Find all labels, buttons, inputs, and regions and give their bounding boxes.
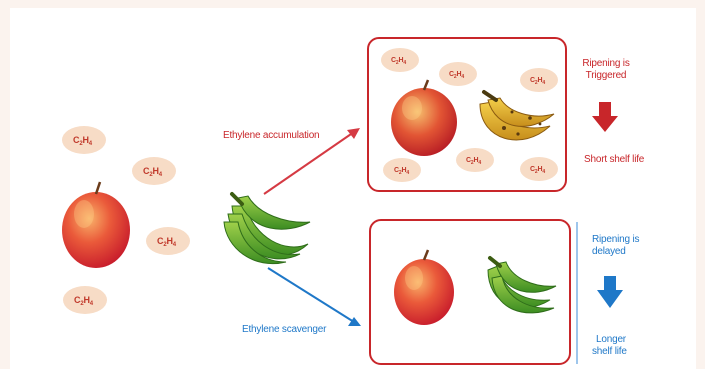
short-shelf-life-label: Short shelf life	[584, 154, 644, 165]
ripening-delayed-line1: Ripening is	[592, 234, 639, 245]
molecule-label: C2H4	[391, 55, 406, 66]
ripening-triggered-line2: Triggered	[580, 70, 632, 81]
center-bananas	[224, 194, 310, 264]
longer-shelf-life-line2: shelf life	[592, 346, 627, 357]
molecule-label: C2H4	[157, 236, 176, 247]
top-apple	[391, 80, 457, 156]
molecule-label: C2H4	[74, 295, 93, 306]
molecule-label: C2H4	[73, 135, 92, 146]
ripening-delayed-line2: delayed	[592, 246, 626, 257]
bottom-bananas	[488, 258, 556, 313]
bottom-apple	[394, 250, 454, 325]
down-arrow-red	[592, 102, 618, 132]
molecule-label: C2H4	[449, 69, 464, 80]
molecule-bubbles	[62, 48, 558, 314]
diagram-canvas: C2H4 C2H4 C2H4 C2H4 C2H4 C2H4 C2H4 C2H4 …	[10, 8, 696, 369]
longer-shelf-life-line1: Longer	[596, 334, 626, 345]
ethylene-accumulation-label: Ethylene accumulation	[223, 130, 319, 141]
molecule-label: C2H4	[143, 166, 162, 177]
left-apple	[62, 171, 130, 270]
down-arrow-blue	[597, 276, 623, 308]
ripening-triggered-line1: Ripening is	[580, 58, 632, 69]
ripe-bananas	[480, 92, 554, 140]
molecule-label: C2H4	[530, 75, 545, 86]
ethylene-scavenger-label: Ethylene scavenger	[242, 324, 326, 335]
arrow-to-bottom-panel	[268, 268, 361, 326]
molecule-label: C2H4	[530, 164, 545, 175]
molecule-label: C2H4	[394, 165, 409, 176]
molecule-label: C2H4	[466, 155, 481, 166]
